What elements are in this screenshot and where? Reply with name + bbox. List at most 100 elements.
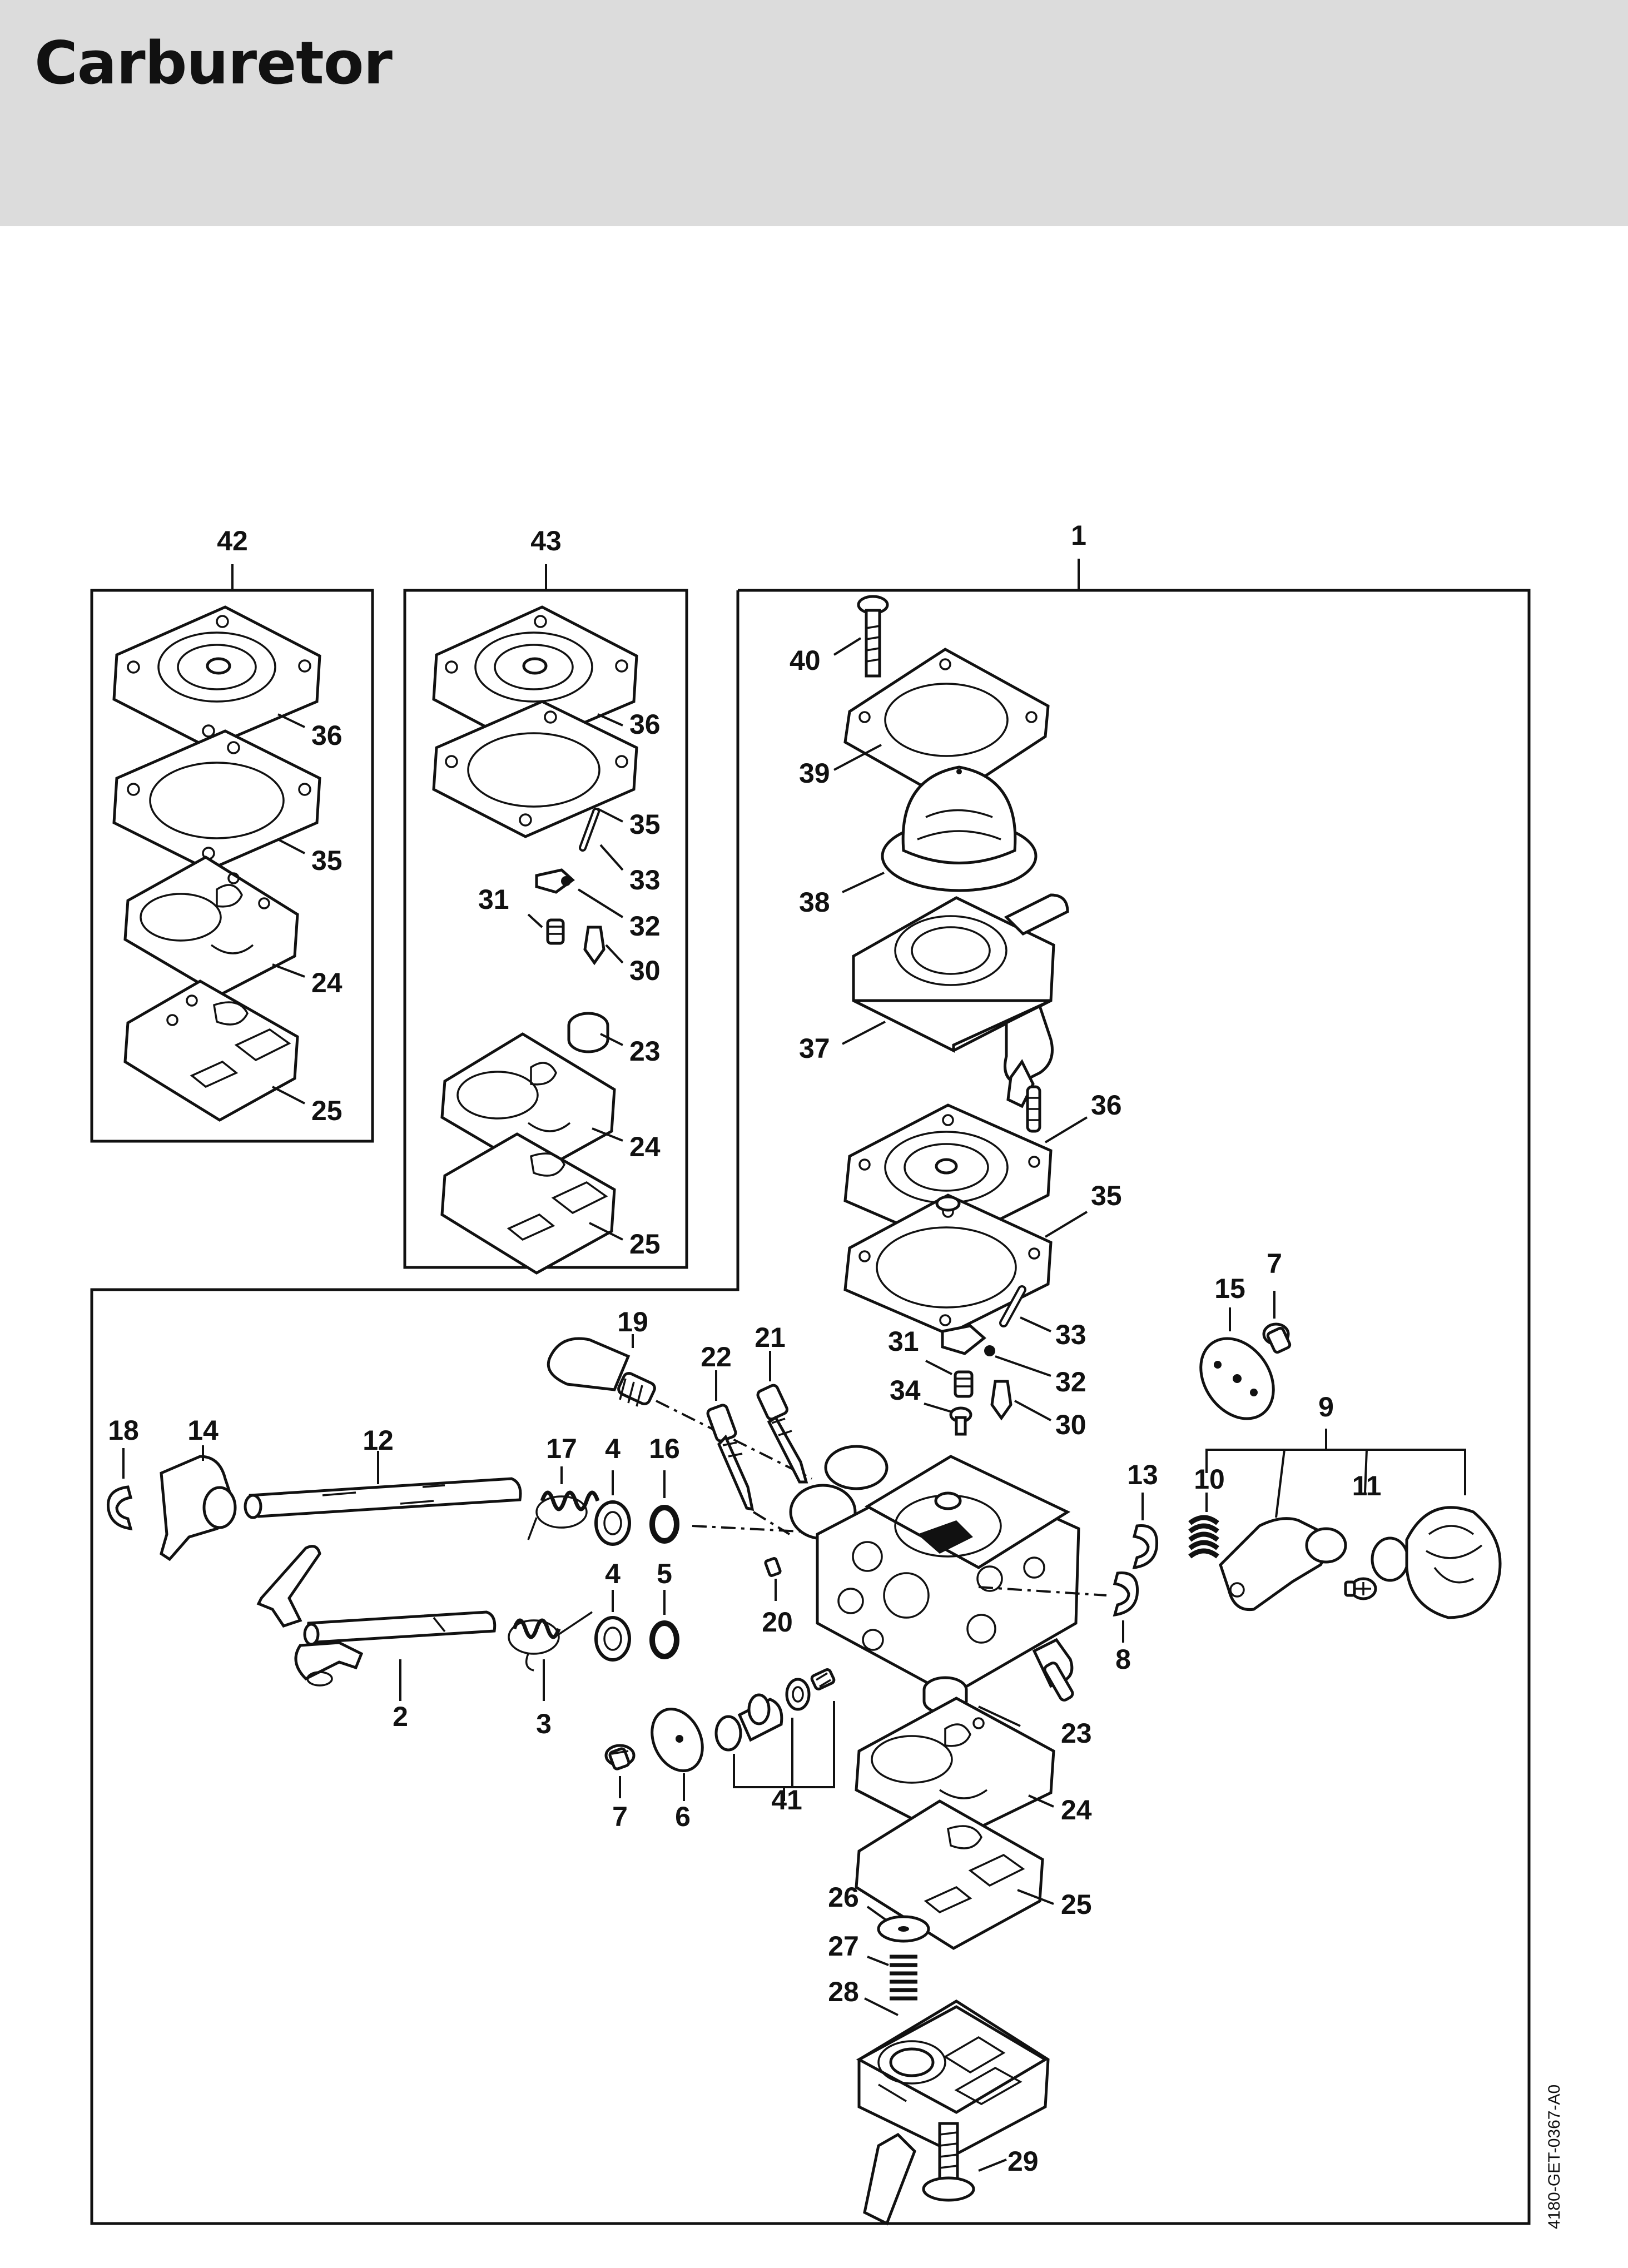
kit-43-diaphragm [432,605,638,749]
part-5-o-ring [649,1590,679,1659]
label-12: 12 [363,1425,394,1456]
label-3: 3 [536,1708,552,1739]
part-26-washer [866,1906,930,1943]
label-17: 17 [546,1433,577,1464]
part-36-diaphragm [843,1103,1088,1247]
label-15: 15 [1214,1273,1245,1304]
label-6: 6 [675,1801,691,1832]
label-7a: 7 [612,1801,628,1832]
label-41: 41 [771,1784,802,1816]
part-15-plate [1199,1307,1275,1420]
kit43-label-30: 30 [629,955,661,986]
part-3-spring [508,1611,593,1701]
kit43-label-31: 31 [478,884,509,915]
kit42-label-35: 35 [311,845,343,876]
part-10-spring [1188,1493,1219,1559]
part-6-plate [651,1708,704,1801]
part-37-pump-body [842,893,1069,1133]
label-27: 27 [828,1931,859,1962]
part-2-choke-shaft [256,1545,497,1701]
label-32: 32 [1055,1366,1086,1397]
drawing-code: 4180-GET-0367-A0 [1545,2085,1564,2229]
part-31-spring [925,1360,974,1398]
label-4a: 4 [605,1433,621,1464]
callout-labels: 42 43 1 36 35 24 25 36 35 33 32 31 30 23… [108,520,1564,2229]
part-30-inlet-needle [990,1380,1051,1421]
kit-43-pump-gasket [440,1132,616,1275]
part-9-knob-bracket [1219,1517,1347,1612]
label-24: 24 [1061,1794,1092,1826]
part-12-throttle-shaft [244,1451,522,1519]
kit-42-pump-gasket [123,979,299,1122]
label-19: 19 [617,1306,648,1337]
part-19-idle-screw [547,1337,812,1480]
part-18-clip [106,1448,133,1531]
label-5: 5 [657,1558,672,1589]
kit42-label-25: 25 [311,1095,343,1126]
kit-43-gasket [432,700,638,838]
kit-label-43: 43 [530,525,562,556]
label-13: 13 [1127,1459,1158,1490]
label-31: 31 [888,1326,919,1357]
carburetor-body [789,1445,1107,1702]
label-34: 34 [890,1375,921,1406]
part-29-screw [922,2122,1007,2202]
label-11: 11 [1352,1470,1382,1501]
part-21-screw [756,1351,808,1484]
label-25: 25 [1061,1889,1092,1920]
header-bar: Carburetor [0,0,1628,226]
label-36: 36 [1091,1090,1122,1121]
kit43-label-35: 35 [629,809,661,840]
kit-42-diaphragm [112,605,321,749]
kit-1-frame [90,559,1531,2225]
label-30: 30 [1055,1409,1086,1440]
kit43-label-32: 32 [629,911,661,942]
label-33: 33 [1055,1319,1086,1350]
label-2: 2 [393,1701,408,1732]
label-39: 39 [799,758,830,789]
label-4b: 4 [605,1558,621,1589]
part-22-screw [706,1404,791,1535]
label-26: 26 [828,1882,859,1913]
label-16: 16 [649,1433,680,1464]
label-10: 10 [1194,1464,1225,1495]
label-35: 35 [1091,1180,1122,1211]
kit43-label-25: 25 [629,1228,661,1260]
part-16-o-ring [649,1470,801,1544]
kit-label-42: 42 [217,525,248,556]
part-23-fuel-screen [922,1676,1021,1727]
label-22: 22 [701,1341,732,1372]
label-40: 40 [790,645,821,676]
label-21: 21 [755,1322,786,1353]
part-7b-screw [1262,1291,1292,1354]
label-8: 8 [1115,1644,1131,1675]
part-17-spring [527,1466,600,1540]
part-35-gasket [843,1193,1088,1336]
part-32-lever [941,1324,1051,1377]
kit-43-fuel-screen [567,1012,609,1053]
part-4-washer [594,1470,631,1546]
part-39-cover [833,648,1050,802]
kit43-label-23: 23 [629,1036,661,1067]
page-title: Carburetor [34,29,393,97]
part-9-knob [1371,1506,1502,1619]
kit-42-frame [90,564,374,1143]
label-28: 28 [828,1976,859,2007]
label-23: 23 [1061,1718,1092,1749]
part-11-screw [1344,1577,1377,1600]
kit43-label-33: 33 [629,864,661,896]
part-14-lever [160,1445,237,1561]
kit-42-valve-plate [123,856,299,997]
label-37: 37 [799,1033,830,1064]
label-38: 38 [799,887,830,918]
part-8-clip [1113,1571,1139,1643]
label-20: 20 [762,1606,793,1638]
kit42-label-24: 24 [311,967,343,998]
part-4b-washer [594,1590,631,1662]
label-29: 29 [1007,2146,1039,2177]
kit42-label-36: 36 [311,720,343,751]
label-9: 9 [1318,1391,1334,1423]
label-18: 18 [108,1415,139,1446]
part-40-screw [833,595,889,678]
